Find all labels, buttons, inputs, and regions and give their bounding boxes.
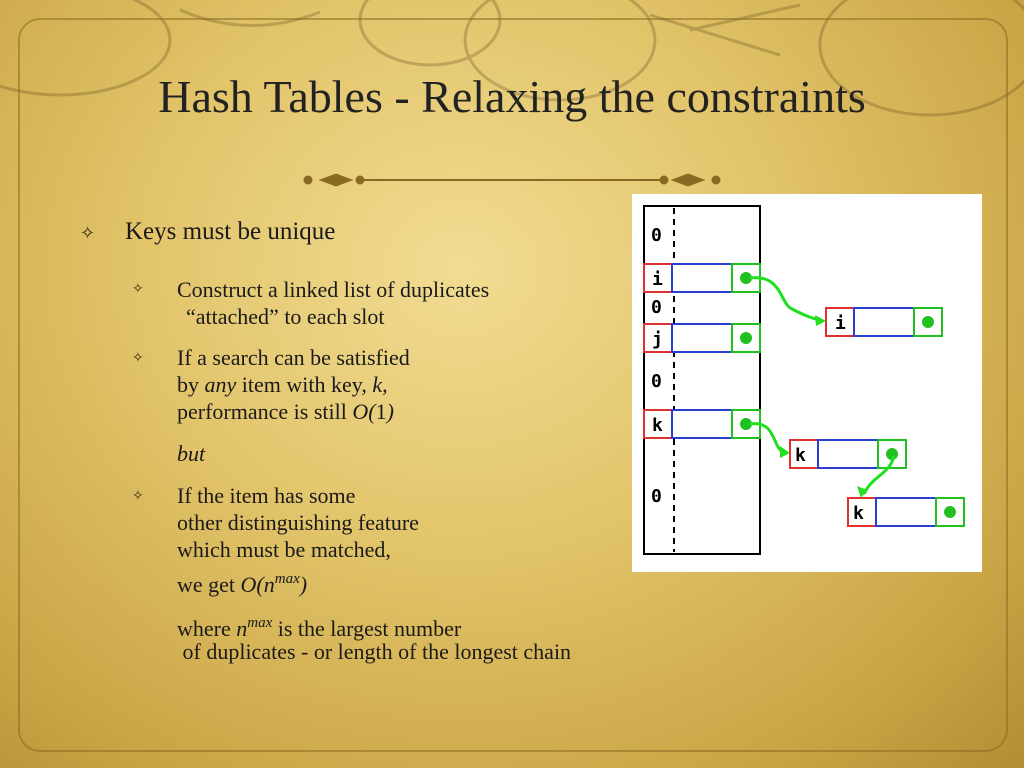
sub-bullet-linked-list-line2: “attached” to each slot xyxy=(186,304,385,329)
superscript-max: max xyxy=(274,571,300,587)
superscript-max: max xyxy=(247,615,273,631)
text-run: 1 xyxy=(375,399,387,424)
emphasis-but: but xyxy=(177,441,206,466)
slot-k: k xyxy=(643,409,761,439)
emphasis-n: n xyxy=(236,616,248,641)
sub-bullet-star-icon: ✧ xyxy=(132,489,144,504)
sub-bullet-feature-line4: we get O(nmax) xyxy=(177,566,307,598)
sub-bullet-star-icon: ✧ xyxy=(132,351,144,366)
text-run: is the largest number xyxy=(272,616,462,641)
text-run: by xyxy=(177,372,205,397)
emphasis-o: O( xyxy=(352,399,376,424)
title-divider-ornament xyxy=(303,173,721,187)
arrowhead-icons xyxy=(780,315,867,498)
slot-label-4: 0 xyxy=(651,371,662,392)
emphasis-o-n: O(n xyxy=(240,572,275,597)
sub-bullet-feature-line3: which must be matched, xyxy=(177,537,391,562)
chain-node-i: i xyxy=(825,307,943,337)
hash-chain-diagram: 0 i 0 j 0 k 0 i k xyxy=(632,194,982,572)
bullet-star-icon: ✧ xyxy=(80,223,96,243)
postmark-decoration xyxy=(0,0,1024,117)
sub-bullet-star-icon: ✧ xyxy=(132,282,144,297)
slot-label-0: 0 xyxy=(651,225,662,246)
chain-node-k-1: k xyxy=(789,439,907,469)
emphasis-k: k xyxy=(372,372,383,397)
slot-label-1: i xyxy=(652,269,663,290)
text-but: but xyxy=(177,440,205,467)
sub-bullet-search-line3: performance is still O(1) xyxy=(177,398,394,425)
slot-label-2: 0 xyxy=(651,297,662,318)
emphasis-any: any xyxy=(204,372,237,397)
sub-bullet-search-line2: by any item with key, k, xyxy=(177,371,388,398)
slide-frame xyxy=(18,18,1008,752)
text-run: where xyxy=(177,616,237,641)
text-run: we get xyxy=(177,572,241,597)
text-run: , xyxy=(382,372,388,397)
emphasis-close: ) xyxy=(299,572,308,597)
slot-label-6: 0 xyxy=(651,486,662,507)
slot-j: j xyxy=(643,323,761,353)
bullet-keys-unique: Keys must be unique xyxy=(125,218,336,245)
chain-node-label: i xyxy=(835,313,846,334)
slot-label-3: j xyxy=(652,329,663,350)
chain-node-k-2: k xyxy=(847,497,965,527)
chain-node-label: k xyxy=(795,445,806,466)
where-line1: where nmax is the largest number xyxy=(177,610,461,642)
emphasis-close: ) xyxy=(386,399,394,424)
slot-i: i xyxy=(643,263,761,293)
sub-bullet-search-line1: If a search can be satisfied xyxy=(177,345,410,370)
slot-label-5: k xyxy=(652,415,663,436)
sub-bullet-feature-line2: other distinguishing feature xyxy=(177,510,419,535)
sub-bullet-feature-line1: If the item has some xyxy=(177,483,356,508)
sub-bullet-linked-list-line1: Construct a linked list of duplicates xyxy=(177,277,490,302)
where-line2: of duplicates - or length of the longest… xyxy=(177,639,572,664)
slide-title: Hash Tables - Relaxing the constraints xyxy=(158,71,866,122)
text-run: item with key, xyxy=(236,372,373,397)
text-run: performance is still xyxy=(177,399,353,424)
chain-node-label: k xyxy=(853,503,864,524)
